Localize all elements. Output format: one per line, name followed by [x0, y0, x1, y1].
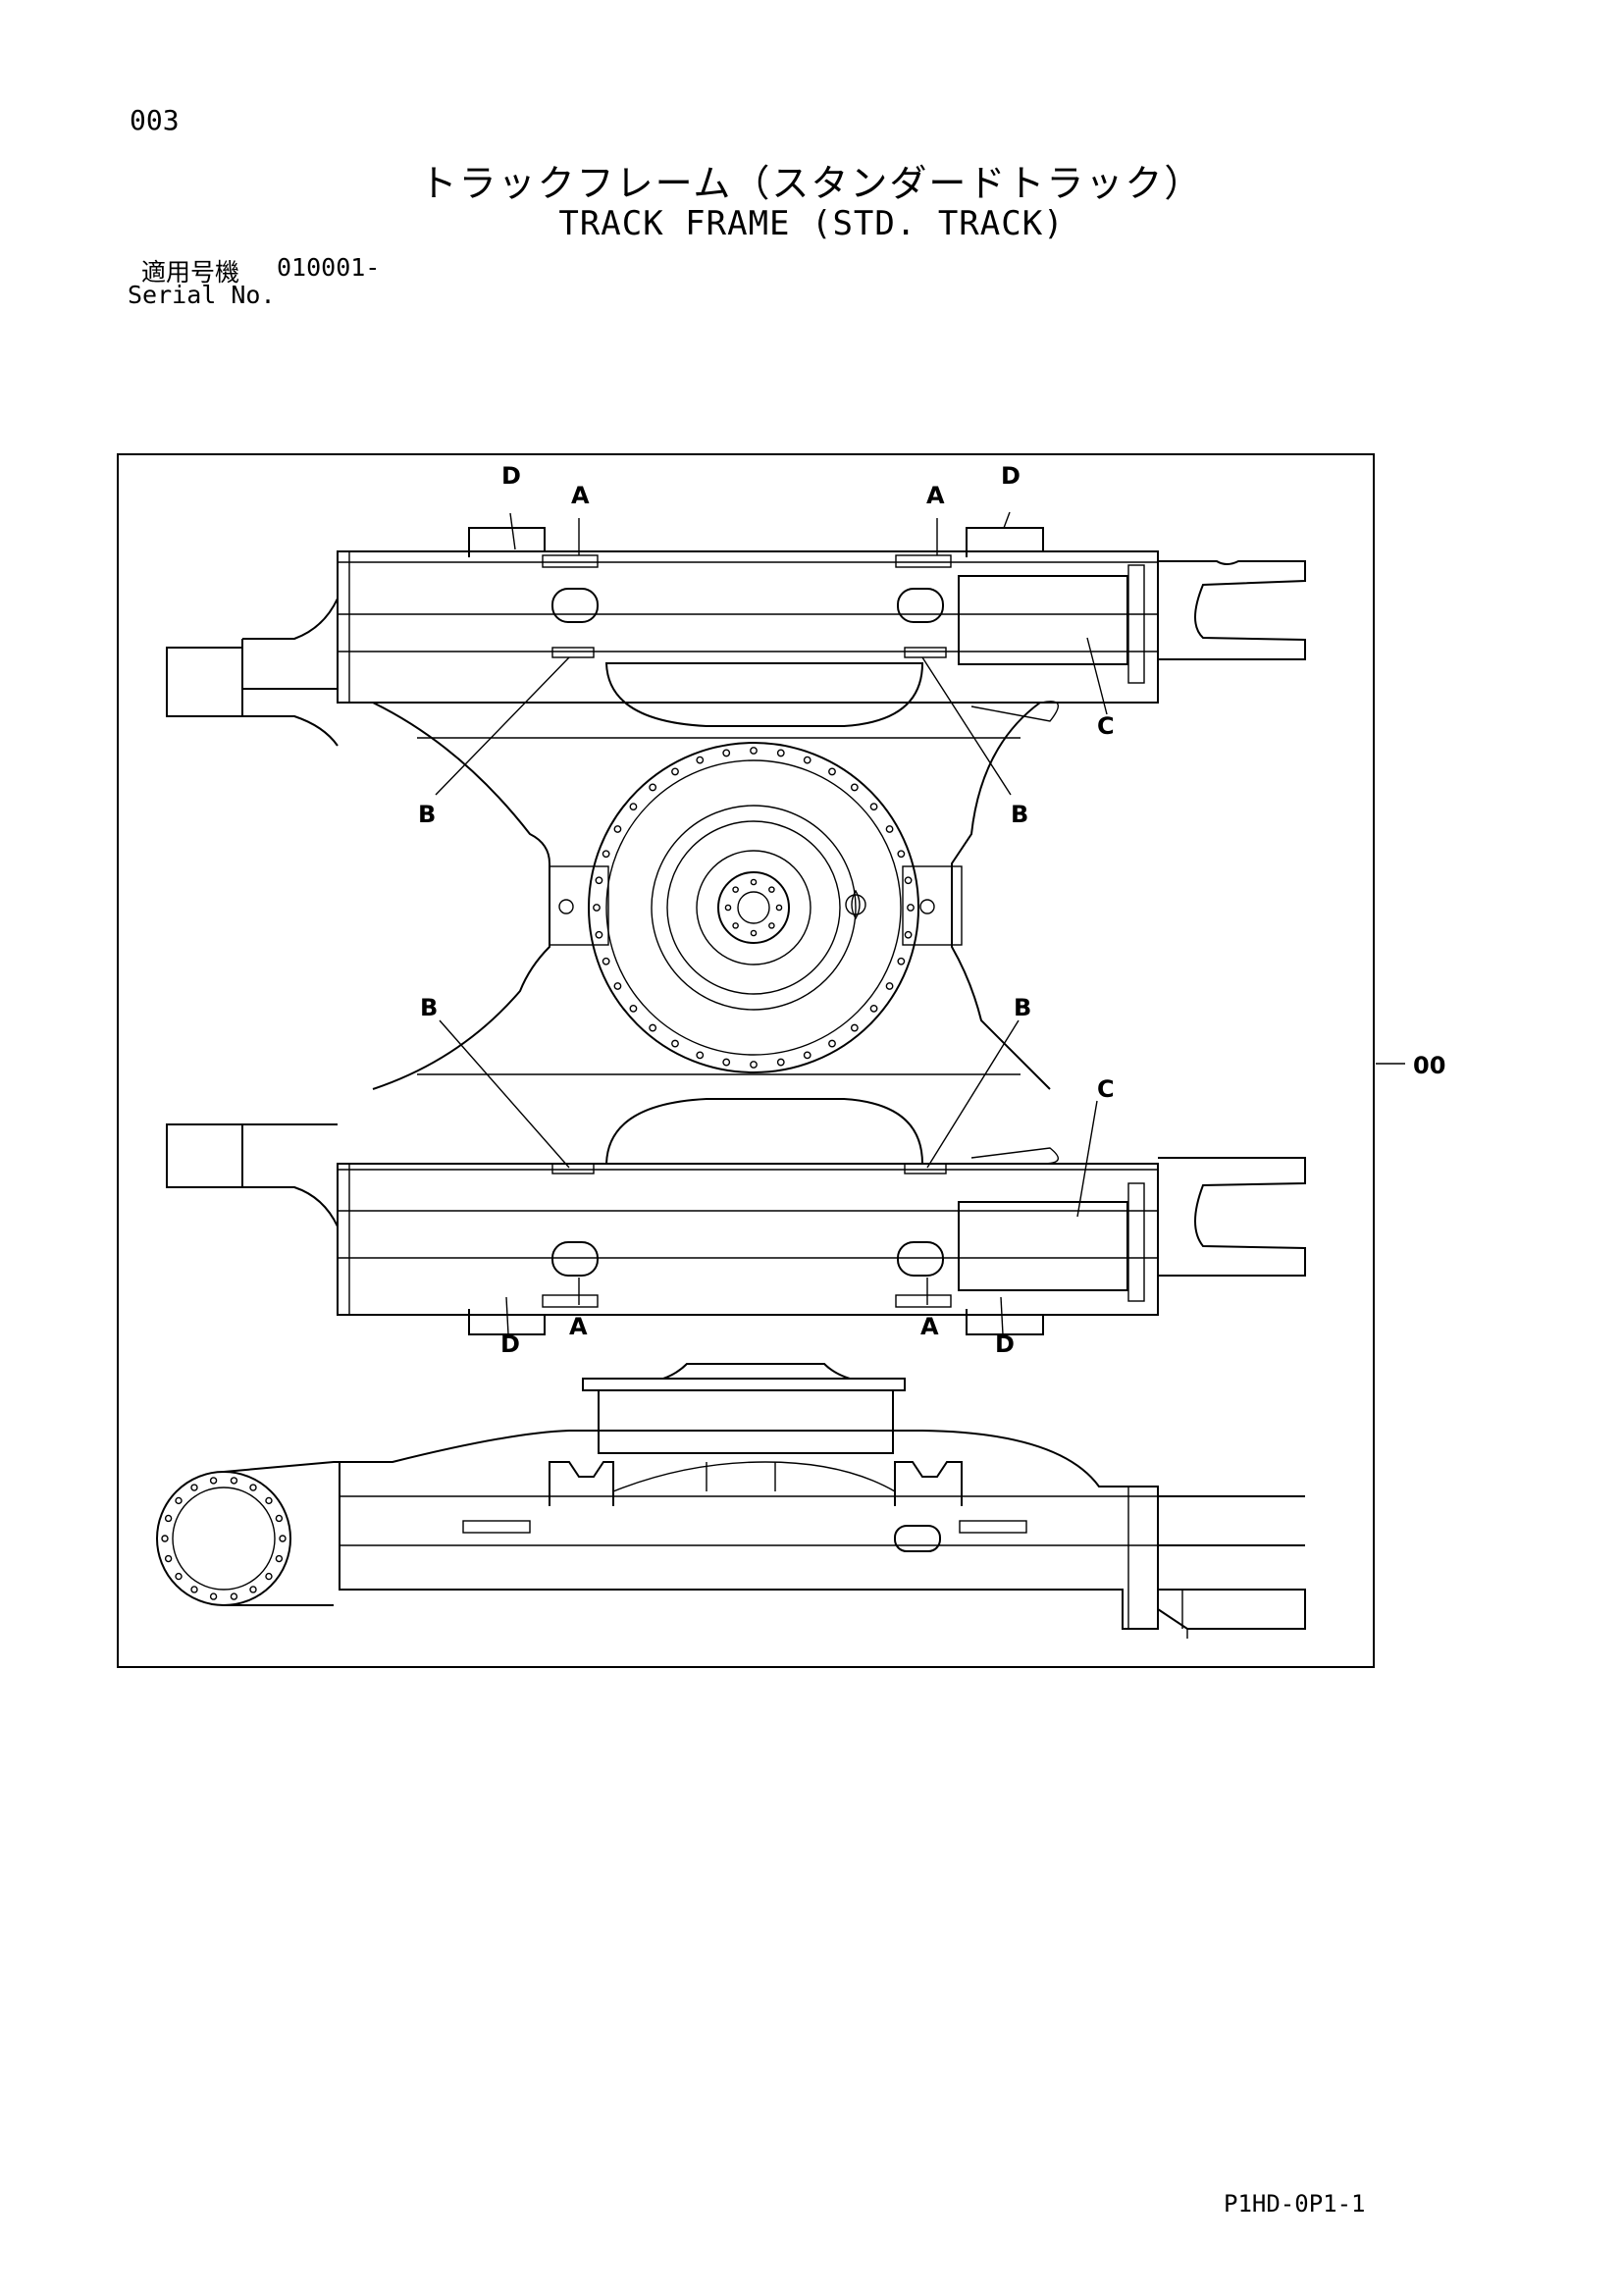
bolt-hole — [850, 783, 859, 792]
bolt-hole — [230, 1592, 238, 1600]
bolt-hole — [722, 1058, 731, 1067]
serial-label-japanese: 適用号機 — [141, 258, 240, 287]
callout-b: B — [418, 801, 436, 828]
center-body — [372, 702, 1051, 1090]
bolt-hole — [696, 1051, 705, 1060]
bolt-hole — [724, 904, 732, 912]
bolt-hole — [828, 1039, 836, 1048]
bolt-hole — [696, 756, 705, 764]
drawing-frame — [117, 453, 1375, 1668]
top-track-rail — [166, 527, 1306, 747]
bolt-hole — [775, 904, 783, 912]
bolt-hole — [722, 749, 731, 757]
callout-a: A — [920, 1313, 939, 1340]
bolt-hole — [190, 1484, 198, 1491]
callout-b: B — [1011, 801, 1028, 828]
bolt-hole — [279, 1535, 287, 1542]
bolt-hole — [593, 904, 601, 912]
bottom-track-rail — [166, 1098, 1306, 1335]
bolt-hole — [750, 747, 758, 755]
title-japanese: トラックフレーム（スタンダードトラック） — [419, 162, 1204, 205]
bolt-hole — [649, 1023, 657, 1032]
bolt-hole — [869, 1004, 878, 1013]
bolt-hole — [275, 1514, 284, 1523]
bolt-hole — [265, 1496, 273, 1505]
bolt-hole — [671, 1039, 679, 1048]
bolt-hole — [750, 1061, 758, 1069]
bolt-hole — [175, 1572, 183, 1581]
bolt-hole — [265, 1572, 273, 1581]
bolt-hole — [828, 767, 836, 776]
callout-assembly: 00 — [1413, 1052, 1445, 1079]
leader-lines — [435, 511, 1405, 1335]
serial-value: 010001- — [277, 253, 381, 282]
swing-bearing — [588, 742, 919, 1073]
bolt-hole — [885, 825, 894, 833]
bolt-hole — [209, 1592, 218, 1600]
callout-a: A — [569, 1313, 588, 1340]
bolt-hole — [629, 803, 638, 811]
bolt-hole — [595, 876, 603, 885]
bolt-hole — [161, 1535, 169, 1542]
bolt-hole — [750, 929, 758, 937]
bolt-hole — [249, 1484, 257, 1491]
page-number: 003 — [130, 104, 180, 136]
bolt-hole — [768, 886, 775, 893]
callout-b: B — [420, 994, 438, 1021]
callout-c: C — [1097, 712, 1115, 740]
bolt-hole — [869, 803, 878, 811]
bolt-hole — [904, 930, 913, 939]
bolt-hole — [649, 783, 657, 792]
bolt-hole — [164, 1514, 173, 1523]
callout-d: D — [501, 462, 521, 490]
bolt-hole — [209, 1477, 218, 1485]
page-code: P1HD-0P1-1 — [1224, 2190, 1366, 2218]
bolt-hole — [904, 876, 913, 885]
bolt-hole — [249, 1586, 257, 1593]
bolt-hole — [629, 1004, 638, 1013]
callout-d: D — [1001, 462, 1021, 490]
bolt-hole — [671, 767, 679, 776]
callout-c: C — [1097, 1075, 1115, 1103]
bolt-hole — [776, 749, 785, 757]
bolt-hole — [907, 904, 915, 912]
bolt-hole — [190, 1586, 198, 1593]
bolt-hole — [732, 886, 739, 893]
bolt-hole — [732, 922, 739, 929]
bolt-hole — [175, 1496, 183, 1505]
bolt-hole — [230, 1477, 238, 1485]
bolt-hole — [897, 957, 906, 965]
bolt-hole — [613, 825, 622, 833]
bolt-hole — [164, 1554, 173, 1563]
callout-d: D — [500, 1331, 520, 1358]
bolt-hole — [803, 756, 812, 764]
bolt-hole — [602, 957, 610, 965]
bolt-hole — [850, 1023, 859, 1032]
serial-label-english: Serial No. — [128, 281, 276, 309]
callout-a: A — [926, 482, 945, 509]
callout-a: A — [571, 482, 590, 509]
bolt-hole — [897, 850, 906, 859]
bolt-hole — [602, 850, 610, 859]
bolt-hole — [275, 1554, 284, 1563]
bolt-hole — [595, 930, 603, 939]
bolt-hole — [613, 982, 622, 990]
bolt-hole — [776, 1058, 785, 1067]
title-english: TRACK FRAME (STD. TRACK) — [558, 204, 1065, 243]
bolt-hole — [750, 878, 758, 886]
callout-d: D — [995, 1331, 1015, 1358]
callout-b: B — [1014, 994, 1031, 1021]
side-view-frame — [156, 1363, 1306, 1639]
bolt-hole — [803, 1051, 812, 1060]
bolt-hole — [768, 922, 775, 929]
bolt-hole — [885, 982, 894, 990]
